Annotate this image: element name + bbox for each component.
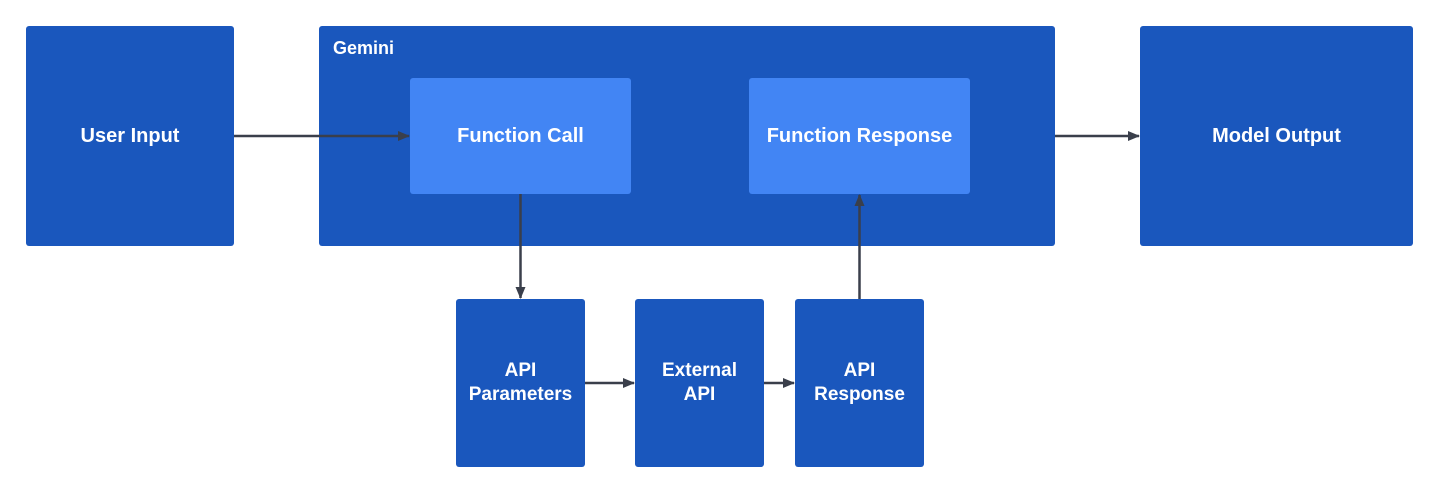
gemini-title: Gemini: [333, 38, 395, 58]
external-api-node: External API: [635, 299, 764, 467]
function-response-label: Function Response: [766, 124, 953, 147]
function-response-node: Function Response: [749, 78, 970, 194]
external-api-line-2: API: [683, 384, 716, 405]
api-parameters-line-1: API: [504, 360, 537, 381]
model-output-label: Model Output: [1212, 124, 1341, 147]
external-api-label: External API: [662, 359, 737, 407]
api-response-label: API Response: [814, 359, 905, 407]
external-api-line-1: External: [662, 360, 737, 381]
api-response-line-2: Response: [814, 384, 905, 405]
function-call-label: Function Call: [457, 124, 584, 147]
user-input-node: User Input: [26, 26, 234, 246]
api-parameters-node: API Parameters: [456, 299, 585, 467]
user-input-label: User Input: [80, 124, 180, 147]
function-call-node: Function Call: [410, 78, 631, 194]
api-response-line-1: API: [843, 360, 876, 381]
api-parameters-line-2: Parameters: [468, 384, 573, 405]
api-response-node: API Response: [795, 299, 924, 467]
api-parameters-label: API Parameters: [469, 359, 573, 407]
model-output-node: Model Output: [1140, 26, 1413, 246]
